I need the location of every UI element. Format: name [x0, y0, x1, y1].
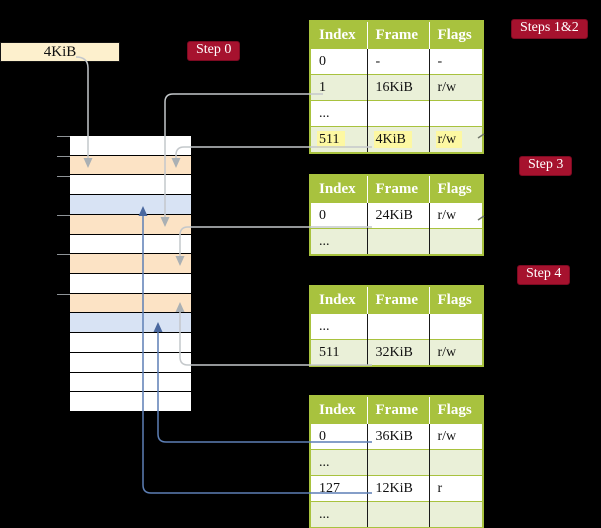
table-cell: 24KiB: [367, 202, 430, 229]
table-cell: 0: [310, 202, 368, 229]
table-cell: 16KiB: [367, 74, 430, 101]
memory-row-peach: [70, 156, 191, 174]
memory-row-blue: [70, 313, 191, 332]
table-cell: [429, 228, 483, 255]
memory-tick: [57, 294, 70, 295]
table-cell: r/w: [429, 339, 483, 366]
memory-tick: [57, 136, 70, 137]
highlighted-value: 511: [317, 130, 346, 148]
table-header-frame: Frame: [367, 21, 430, 49]
memory-row-white: [70, 333, 191, 352]
table-header-frame: Frame: [367, 396, 430, 424]
memory-row-blue: [70, 195, 191, 214]
highlighted-value: 4KiB: [373, 130, 412, 148]
memory-tick: [57, 176, 70, 177]
table-cell: r/w: [429, 126, 483, 153]
memory-row-white: [70, 274, 191, 293]
table-cell: [367, 100, 430, 127]
table-cell: ...: [310, 501, 368, 528]
table-header-flags: Flags: [429, 396, 483, 424]
table-cell: 0: [310, 48, 368, 75]
table-cell: [367, 228, 430, 255]
step-4-label: Step 4: [517, 265, 571, 285]
memory-row-white: [70, 136, 191, 155]
table-cell: 127: [310, 475, 368, 502]
table-cell: 12KiB: [367, 475, 430, 502]
table-cell: [429, 501, 483, 528]
table-cell: [429, 313, 483, 340]
memory-tick: [57, 215, 70, 216]
memory-row-peach: [70, 254, 191, 273]
table-cell: 1: [310, 74, 368, 101]
table-cell: ...: [310, 228, 368, 255]
table-header-index: Index: [310, 396, 368, 424]
table-row: ...: [310, 313, 483, 340]
table-cell: 511: [310, 339, 368, 366]
table-header-flags: Flags: [429, 286, 483, 314]
table-cell: [367, 313, 430, 340]
table-cell: ...: [310, 100, 368, 127]
memory-row-peach: [70, 294, 191, 312]
step-0-label: Step 0: [187, 41, 241, 61]
table-header-index: Index: [310, 175, 368, 203]
table-cell: 4KiB: [367, 126, 430, 153]
memory-row-white: [70, 175, 191, 194]
memory-tick: [57, 156, 70, 157]
table-cell: [367, 501, 430, 528]
page-size-label: 4KiB: [43, 43, 77, 60]
memory-row-white: [70, 235, 191, 253]
table-cell: ...: [310, 313, 368, 340]
table-cell: r: [429, 475, 483, 502]
highlighted-value: r/w: [435, 130, 463, 148]
table-header-flags: Flags: [429, 175, 483, 203]
table-row: ...: [310, 100, 483, 127]
memory-tick: [57, 254, 70, 255]
table-header-index: Index: [310, 286, 368, 314]
step-3-label: Step 3: [519, 156, 573, 176]
table-cell: -: [367, 48, 430, 75]
table-header-frame: Frame: [367, 286, 430, 314]
memory-row-white: [70, 373, 191, 391]
page-size-box: 4KiB: [0, 42, 120, 62]
table-cell: 32KiB: [367, 339, 430, 366]
table-row: 511 4KiB r/w: [310, 126, 483, 153]
table-row: ...: [310, 449, 483, 476]
table-header-frame: Frame: [367, 175, 430, 203]
table-cell: r/w: [429, 74, 483, 101]
table-cell: 0: [310, 423, 368, 450]
table-cell: ...: [310, 449, 368, 476]
table-header-index: Index: [310, 21, 368, 49]
memory-row-white: [70, 353, 191, 372]
steps-1-2-label: Steps 1&2: [511, 19, 588, 39]
table-cell: [367, 449, 430, 476]
table-cell: -: [429, 48, 483, 75]
table-cell: 36KiB: [367, 423, 430, 450]
table-cell: 511: [310, 126, 368, 153]
table-row: ...: [310, 501, 483, 528]
memory-row-peach: [70, 215, 191, 234]
table-row: 0--: [310, 48, 483, 75]
table-cell: r/w: [429, 423, 483, 450]
table-row: ...: [310, 228, 483, 255]
table-cell: [429, 100, 483, 127]
table-cell: r/w: [429, 202, 483, 229]
memory-row-white: [70, 392, 191, 411]
table-cell: [429, 449, 483, 476]
table-header-flags: Flags: [429, 21, 483, 49]
